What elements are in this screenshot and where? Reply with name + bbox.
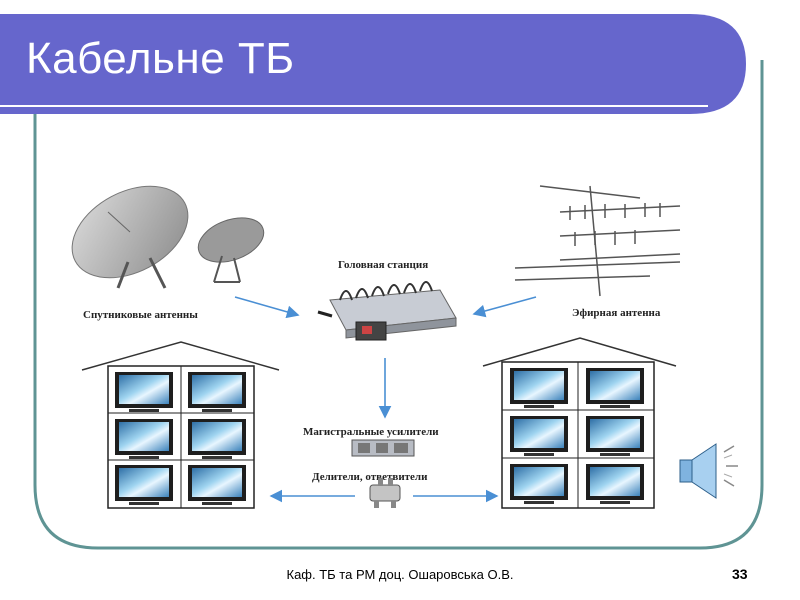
headend-station-image bbox=[317, 281, 457, 341]
arrow-satellite-to-headend bbox=[234, 296, 300, 319]
content-frame bbox=[33, 60, 764, 550]
arrow-aerial-to-headend bbox=[472, 296, 537, 318]
satellite-dishes-image bbox=[71, 185, 265, 289]
title-bar bbox=[0, 14, 746, 114]
splitter-image bbox=[369, 478, 401, 508]
right-building bbox=[482, 337, 677, 509]
aerial-antenna-image bbox=[514, 185, 681, 297]
page-number: 33 bbox=[732, 566, 748, 582]
trunk-amplifier-image bbox=[351, 439, 415, 457]
aerial-label: Эфирная антенна bbox=[572, 307, 661, 319]
headend-label: Головная станция bbox=[338, 259, 428, 271]
speaker-icon[interactable] bbox=[679, 443, 738, 499]
left-building bbox=[81, 341, 280, 509]
splitters-label: Делители, ответвители bbox=[312, 471, 428, 483]
slide-footer: Каф. ТБ та РМ доц. Ошаровська О.В. bbox=[286, 567, 514, 582]
amplifiers-label: Магистральные усилители bbox=[303, 426, 439, 438]
slide-title: Кабельне ТБ bbox=[26, 34, 295, 83]
satellite-label: Спутниковые антенны bbox=[83, 309, 198, 321]
